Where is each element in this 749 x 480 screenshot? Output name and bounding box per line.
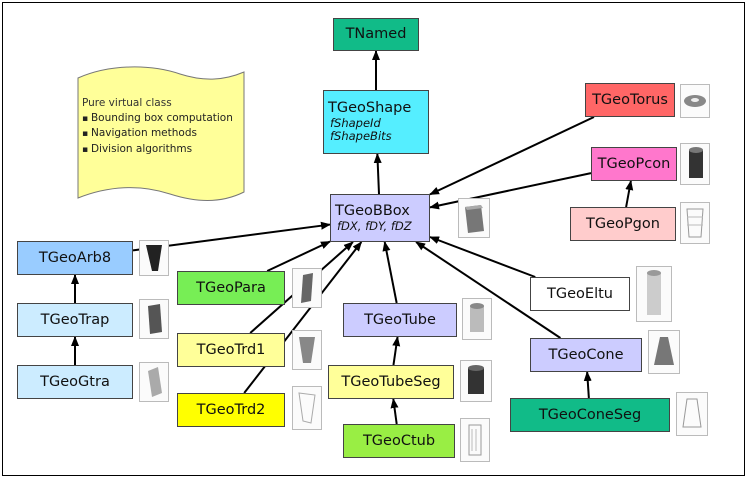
coneseg-thumbnail-icon [676, 392, 708, 436]
class-label: TGeoCtub [362, 432, 436, 449]
class-attribute: fShapeBits [330, 129, 392, 144]
class-node-tgeotrd1[interactable]: TGeoTrd1 [177, 333, 285, 367]
inherits-arrow-tgeoctub-to-tgeotubeseg [390, 398, 399, 425]
inherits-arrow-tgeopgon-to-tgeopcon [625, 180, 634, 208]
class-node-tgeopara[interactable]: TGeoPara [177, 271, 285, 305]
inherits-arrow-tgeoeltu-to-tgeobbox [429, 236, 536, 278]
cone-thumbnail-icon [648, 330, 680, 374]
note-list: Bounding box computation Navigation meth… [82, 111, 242, 157]
inherits-arrow-tgeobbox-to-tgeoshape [373, 153, 382, 195]
note-title: Pure virtual class [82, 97, 172, 109]
trd1-thumbnail-icon [292, 330, 322, 370]
box-thumbnail-icon [458, 198, 490, 238]
class-label: TGeoBBox [335, 203, 410, 220]
pcon-thumbnail-icon [680, 143, 710, 185]
trd2-thumbnail-icon [292, 386, 322, 430]
class-label: TGeoTubeSeg [341, 373, 441, 390]
gtra-thumbnail-icon [139, 362, 169, 402]
class-label: TGeoCone [548, 346, 624, 363]
inherits-arrow-tgeopara-to-tgeobbox [266, 240, 331, 272]
class-label: TGeoShape [328, 100, 412, 117]
class-node-tgeotube[interactable]: TGeoTube [343, 303, 457, 337]
class-label: TGeoConeSeg [538, 406, 642, 423]
class-node-tgeobbox[interactable]: TGeoBBox fDX, fDY, fDZ [330, 194, 430, 242]
class-node-tgeogtra[interactable]: TGeoGtra [17, 365, 133, 399]
class-node-tgeoctub[interactable]: TGeoCtub [343, 424, 455, 458]
arb8-thumbnail-icon [139, 240, 169, 276]
inherits-arrow-tgeopcon-to-tgeobbox [429, 172, 592, 210]
note-item: Division algorithms [82, 142, 242, 157]
class-attribute: fDX, fDY, fDZ [337, 218, 412, 233]
tube-thumbnail-icon [462, 298, 492, 340]
class-node-tgeotorus[interactable]: TGeoTorus [585, 83, 675, 117]
class-label: TGeoTrd1 [196, 341, 266, 358]
class-label: TGeoEltu [547, 285, 613, 302]
tubeseg-thumbnail-icon [460, 360, 492, 402]
class-label: TNamed [345, 26, 407, 43]
eltu-thumbnail-icon [636, 266, 672, 322]
torus-thumbnail-icon [680, 84, 710, 118]
class-label: TGeoTube [364, 311, 436, 328]
class-node-tgeotrap[interactable]: TGeoTrap [17, 303, 133, 337]
class-label: TGeoTrd2 [196, 401, 266, 418]
class-label: TGeoTorus [592, 91, 668, 108]
note-text: Pure virtual class Bounding box computat… [82, 96, 242, 157]
ctub-thumbnail-icon [460, 418, 490, 462]
class-node-tgeoshape[interactable]: TGeoShape fShapeId fShapeBits [323, 90, 429, 154]
class-label: TGeoPcon [597, 155, 671, 172]
para-thumbnail-icon [292, 268, 322, 308]
class-attribute: fShapeId [330, 116, 381, 131]
inherits-arrow-tgeotorus-to-tgeobbox [429, 116, 595, 196]
class-node-tgeopgon[interactable]: TGeoPgon [570, 207, 676, 241]
inherits-arrow-tgeotube-to-tgeobbox [382, 241, 398, 304]
class-label: TGeoArb8 [38, 249, 112, 266]
inherits-arrow-tgeotrd2-to-tgeobbox [243, 241, 363, 394]
class-label: TGeoPara [196, 279, 266, 296]
diagram-frame [2, 2, 745, 476]
trap-thumbnail-icon [139, 299, 169, 339]
class-node-tgeoconeseg[interactable]: TGeoConeSeg [510, 398, 670, 432]
inherits-arrow-tgeotubeseg-to-tgeotube [392, 336, 401, 366]
pgon-thumbnail-icon [680, 202, 710, 244]
class-node-tgeocone[interactable]: TGeoCone [530, 338, 642, 372]
class-node-tgeotubeseg[interactable]: TGeoTubeSeg [328, 365, 454, 399]
class-label: TGeoGtra [40, 373, 110, 390]
note-item: Navigation methods [82, 126, 242, 141]
note-item: Bounding box computation [82, 111, 242, 126]
class-label: TGeoTrap [40, 311, 110, 328]
inherits-arrow-tgeoconeseg-to-tgeocone [583, 371, 592, 399]
class-node-tgeotrd2[interactable]: TGeoTrd2 [177, 393, 285, 427]
class-node-tnamed[interactable]: TNamed [333, 18, 419, 51]
class-node-tgeoeltu[interactable]: TGeoEltu [530, 277, 630, 311]
class-node-tgeopcon[interactable]: TGeoPcon [591, 147, 677, 181]
class-label: TGeoPgon [586, 215, 660, 232]
class-node-tgeoarb8[interactable]: TGeoArb8 [17, 241, 133, 275]
inherits-arrow-tgeocone-to-tgeobbox [415, 241, 561, 339]
